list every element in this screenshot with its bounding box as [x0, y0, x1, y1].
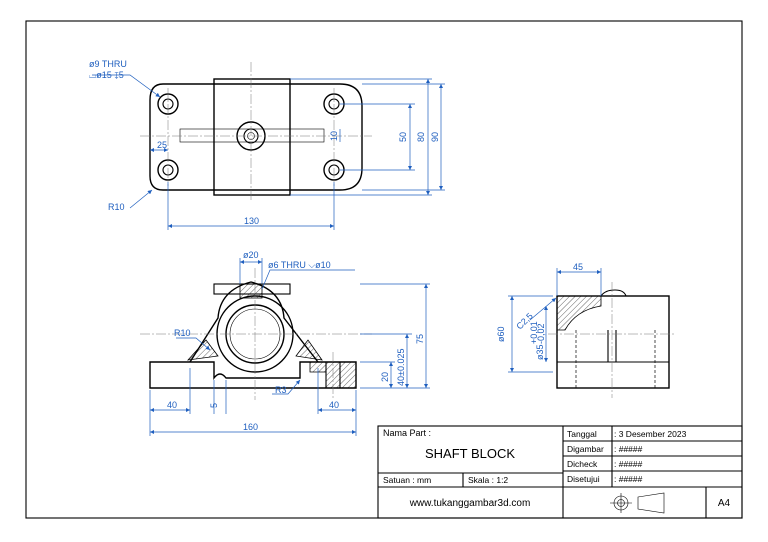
top-view-slot [179, 128, 325, 143]
top-view-base-outline [149, 83, 363, 191]
dim-d35: ø35 [535, 344, 545, 360]
top-view [92, 62, 445, 230]
side-view-section [556, 295, 602, 331]
dim-d20: ø20 [243, 250, 259, 260]
title-checked-value: : ##### [614, 459, 643, 469]
front-view [140, 258, 430, 436]
dim-20: 20 [380, 372, 390, 382]
dim-45: 45 [573, 262, 583, 272]
title-approved-label: Disetujui [567, 474, 600, 484]
title-unit: Satuan : mm [383, 475, 431, 485]
dim-d60: ø60 [496, 326, 506, 342]
title-drawn-value: : ##### [614, 444, 643, 454]
dim-75: 75 [415, 334, 425, 344]
title-date-label: Tanggal [567, 429, 597, 439]
dim-hole-callout-2: ⌴ø15 ↧5 [89, 70, 124, 80]
dim-130: 130 [244, 216, 259, 226]
dim-r10-top: R10 [108, 202, 125, 212]
title-checked-label: Dicheck [567, 459, 598, 469]
side-view [508, 268, 676, 398]
top-view-housing [213, 78, 291, 196]
dim-r3: R3 [275, 385, 287, 395]
dim-25: 25 [157, 140, 167, 150]
dim-10: 10 [329, 131, 339, 141]
title-part-name: SHAFT BLOCK [425, 446, 515, 461]
dim-d35-up: +0,01 [529, 321, 539, 344]
title-sheet-size: A4 [718, 498, 731, 509]
dim-160: 160 [243, 422, 258, 432]
title-scale: Skala : 1:2 [468, 475, 508, 485]
dim-d35-low: -0,02 [536, 323, 546, 344]
dim-50: 50 [398, 132, 408, 142]
title-block [377, 425, 743, 519]
side-view-outline [556, 295, 670, 389]
title-part-label: Nama Part : [383, 428, 431, 438]
dim-40-right: 40 [329, 400, 339, 410]
title-approved-value: : ##### [614, 474, 643, 484]
dim-40-left: 40 [167, 400, 177, 410]
front-view-oil-hole [239, 283, 263, 299]
dim-90: 90 [430, 132, 440, 142]
dim-5: 5 [209, 403, 219, 408]
dim-hole-callout-1: ø9 THRU [89, 59, 127, 69]
dim-r10-front: R10 [174, 328, 191, 338]
projection-symbol-icon [610, 492, 665, 514]
dim-40-tol: 40±0.025 [396, 349, 406, 386]
title-drawn-label: Digambar [567, 444, 604, 454]
dim-80: 80 [416, 132, 426, 142]
title-website: www.tukanggambar3d.com [409, 498, 531, 509]
dim-d6-thru: ø6 THRU ⌵ø10 [268, 260, 331, 270]
title-date-value: : 3 Desember 2023 [614, 429, 687, 439]
